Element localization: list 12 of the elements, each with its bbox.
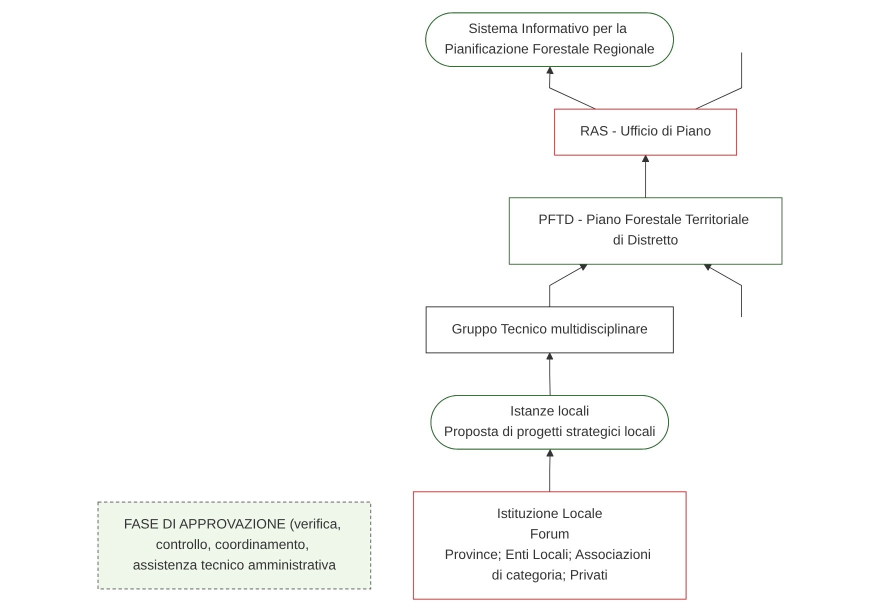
- node-box: Istituzione Locale Forum Province; Enti Locali; Associazioni di categoria; Privati: [412, 491, 687, 600]
- arrow: [546, 449, 554, 492]
- arrow: [546, 66, 596, 110]
- arrow: [704, 264, 742, 318]
- arrow: [546, 352, 554, 396]
- node-box: FASE DI APPROVAZIONE (verifica, controllo, coordinamento, assistenza tecnico amministrativa: [98, 502, 372, 590]
- node-box: Gruppo Tecnico multidisciplinare: [426, 306, 674, 354]
- connector: [695, 52, 742, 110]
- node-box: PFTD - Piano Forestale Territoriale di Distretto: [508, 197, 782, 265]
- arrow: [642, 154, 650, 198]
- node-box: RAS - Ufficio di Piano: [554, 108, 738, 156]
- arrow: [549, 264, 588, 308]
